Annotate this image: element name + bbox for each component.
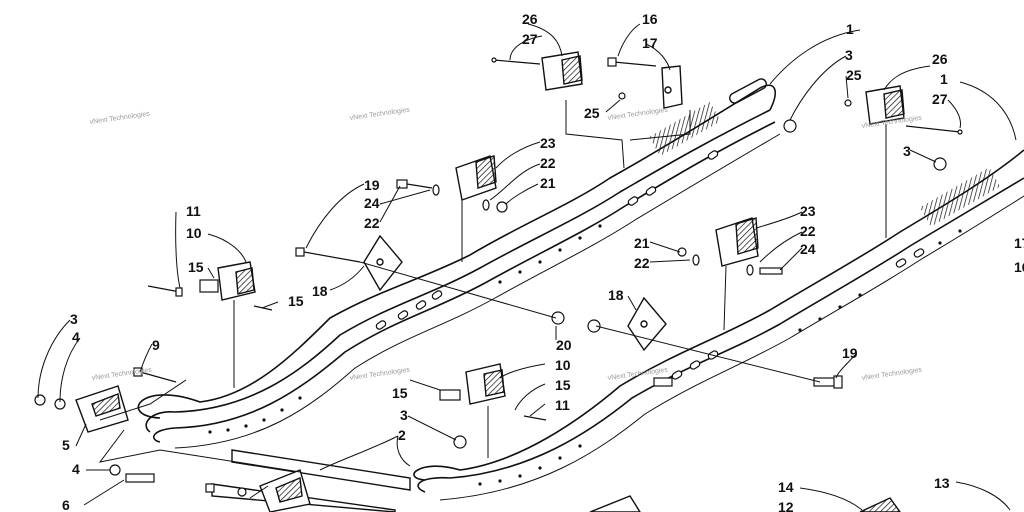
left-rail-nose [729, 78, 767, 104]
left-slide-rail [137, 84, 781, 449]
callout-24: 24 [364, 195, 380, 211]
callout-9: 9 [152, 337, 160, 353]
fasteners [34, 57, 963, 497]
callout-21: 21 [634, 235, 650, 251]
callout-19: 19 [364, 177, 380, 193]
watermarks: vNext Technologies vNext Technologies vN… [89, 107, 922, 382]
watermark-text: vNext Technologies [861, 367, 922, 382]
right-slide-rail [413, 149, 1024, 501]
callout-6: 6 [62, 497, 70, 512]
bracket-18-right [627, 296, 667, 352]
callout-10: 10 [555, 357, 571, 373]
callout-15: 15 [188, 259, 204, 275]
callout-26: 26 [932, 51, 948, 67]
watermark-text: vNext Technologies [91, 367, 152, 382]
left-rail-holes [208, 224, 602, 434]
cross-shafts [211, 449, 411, 512]
callout-27: 27 [522, 31, 538, 47]
callout-15: 15 [392, 385, 408, 401]
callout-11: 11 [555, 397, 570, 413]
callout-13: 13 [934, 475, 950, 491]
callout-10: 10 [186, 225, 202, 241]
right-rail-holes [478, 229, 962, 486]
callout-12: 12 [778, 499, 794, 512]
callout-25: 25 [584, 105, 600, 121]
callout-15: 15 [288, 293, 304, 309]
callout-15: 15 [555, 377, 571, 393]
watermark-text: vNext Technologies [89, 111, 150, 126]
watermark-text: vNext Technologies [349, 107, 410, 122]
callout-2: 2 [398, 427, 406, 443]
callout-14: 14 [778, 479, 794, 495]
callout-4: 4 [72, 329, 80, 345]
callout-22: 22 [540, 155, 556, 171]
callout-18: 18 [608, 287, 624, 303]
callout-3: 3 [903, 143, 911, 159]
top-block-26-right [865, 85, 905, 125]
callout-17: 17 [642, 35, 658, 51]
callout-25: 25 [846, 67, 862, 83]
callout-23: 23 [800, 203, 816, 219]
left-rail-slots [375, 150, 719, 330]
left-end-cap [75, 385, 129, 433]
callout-3: 3 [70, 311, 78, 327]
callout-21: 21 [540, 175, 556, 191]
callout-23: 23 [540, 135, 556, 151]
callout-5: 5 [62, 437, 70, 453]
callout-22: 22 [800, 223, 816, 239]
watermark-text: vNext Technologies [349, 367, 410, 382]
stop-block-left [217, 261, 256, 301]
leader-lines [37, 23, 1017, 511]
callout-17: 17 [1014, 235, 1024, 251]
callout-11: 11 [186, 203, 201, 219]
callout-22: 22 [364, 215, 380, 231]
callout-1: 1 [846, 21, 854, 37]
lower-end-cap [259, 469, 311, 512]
bracket-18-left [363, 234, 403, 292]
callout-22: 22 [634, 255, 650, 271]
callout-3: 3 [845, 47, 853, 63]
callout-1: 1 [940, 71, 948, 87]
top-block-26 [541, 51, 583, 91]
left-rail-hatch [649, 101, 721, 157]
bracket-17 [661, 65, 683, 109]
callouts: 1 1 2 3 3 3 3 4 4 5 6 9 10 10 11 11 12 1… [62, 11, 1024, 512]
wear-block-23-right [715, 217, 759, 267]
callout-3: 3 [400, 407, 408, 423]
callout-16: 16 [642, 11, 658, 27]
watermark-text: vNext Technologies [607, 107, 668, 122]
callout-19: 19 [842, 345, 858, 361]
callout-4: 4 [72, 461, 80, 477]
callout-26: 26 [522, 11, 538, 27]
callout-20: 20 [556, 337, 572, 353]
callout-16: 16 [1014, 259, 1024, 275]
wear-block-23-left [455, 155, 497, 201]
callout-24: 24 [800, 241, 816, 257]
stop-block-center [465, 363, 506, 405]
callout-18: 18 [312, 283, 328, 299]
right-rail-hatch [919, 167, 1001, 227]
callout-27: 27 [932, 91, 948, 107]
bottom-parts [589, 495, 901, 512]
